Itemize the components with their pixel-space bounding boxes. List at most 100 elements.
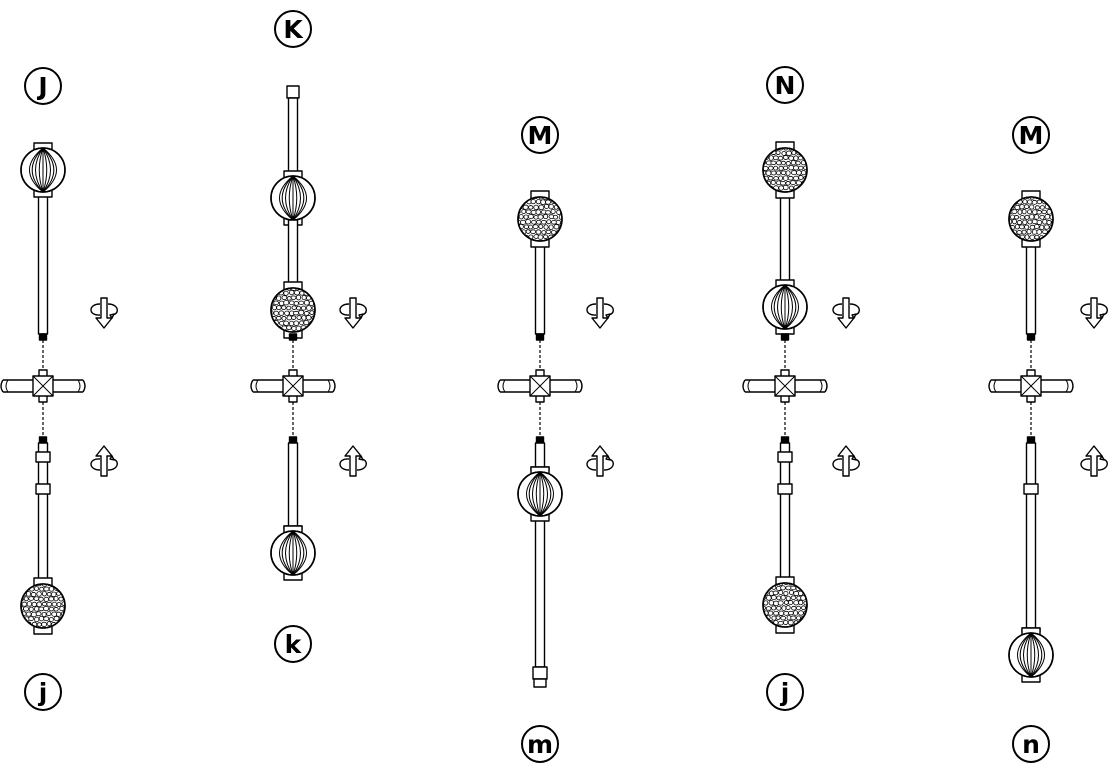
pebble — [525, 229, 531, 234]
rib-line — [784, 284, 797, 330]
pebble — [785, 605, 791, 610]
pebble — [765, 170, 772, 176]
pebble — [1018, 224, 1025, 230]
rib-line — [1023, 632, 1032, 678]
pebble — [518, 225, 519, 230]
pebble — [556, 199, 562, 205]
pebble — [1024, 224, 1030, 230]
pebble — [1044, 213, 1051, 220]
pebble — [271, 288, 272, 291]
arrow-shaft — [344, 445, 362, 477]
ribbed-ball — [270, 525, 316, 581]
pebble — [785, 585, 792, 591]
pebble — [778, 175, 784, 181]
ball-outline — [517, 196, 563, 242]
pebble — [300, 305, 307, 311]
pipe-end — [77, 379, 81, 393]
pebble — [540, 199, 546, 205]
pebble — [523, 197, 529, 200]
pebble — [763, 610, 764, 616]
pebble — [780, 615, 787, 621]
pebble — [1023, 204, 1030, 209]
ribbed-ball — [517, 466, 563, 522]
pebble — [790, 615, 797, 621]
pebble — [776, 585, 782, 591]
pebble — [776, 170, 781, 176]
pipe-end — [1065, 379, 1069, 393]
pebble — [26, 584, 32, 587]
ribbed-ball — [762, 279, 808, 335]
pebble — [1031, 199, 1038, 205]
cross-connector-icon — [250, 369, 336, 403]
pebble — [768, 600, 775, 606]
pebble — [309, 310, 315, 315]
pebble — [48, 596, 55, 602]
pebble — [303, 320, 310, 326]
rib-line — [281, 530, 294, 576]
rib-line — [535, 471, 541, 517]
rib-line — [1017, 632, 1032, 678]
pebble — [796, 170, 802, 176]
pebble — [28, 596, 35, 601]
pebble — [34, 616, 40, 623]
pebble — [46, 601, 53, 607]
arrow-shaft — [1085, 297, 1103, 329]
pebble — [763, 591, 764, 596]
pebble — [793, 600, 800, 606]
pebble — [271, 325, 278, 331]
pebble — [763, 148, 764, 151]
pebble — [548, 203, 554, 210]
pebble — [1009, 204, 1011, 210]
pebble — [522, 204, 529, 210]
pebble — [768, 165, 774, 171]
rib-line — [292, 530, 307, 576]
pebble — [289, 320, 295, 327]
pebble — [286, 305, 292, 311]
pebble — [1011, 209, 1018, 214]
pebble — [283, 299, 290, 306]
rod-collar — [777, 483, 793, 495]
pebble — [525, 219, 532, 225]
pebble — [283, 320, 289, 326]
pebble — [36, 591, 42, 597]
connector-cross — [774, 375, 796, 397]
rotation-loop — [1080, 458, 1091, 471]
pebble — [791, 170, 797, 176]
pebble — [313, 290, 315, 296]
arrow-shaft — [837, 297, 855, 329]
pebble — [558, 197, 562, 200]
rib-line — [42, 147, 51, 193]
pebble — [782, 155, 789, 160]
pebble — [778, 185, 784, 191]
pebble — [298, 300, 305, 306]
pebble — [560, 229, 562, 235]
pebble — [1031, 219, 1038, 225]
pebble — [281, 305, 287, 311]
pebble — [59, 586, 65, 593]
ball-outline — [20, 583, 66, 629]
pebble — [36, 601, 42, 608]
rod — [1025, 240, 1037, 335]
pebble — [58, 596, 64, 602]
pebble — [776, 595, 782, 601]
pebble — [525, 209, 532, 214]
rib-line — [38, 147, 44, 193]
pebble — [296, 315, 302, 320]
ball-outline — [270, 287, 316, 333]
rib-line — [539, 471, 548, 517]
arrow-shaft — [95, 445, 113, 477]
pebble — [46, 611, 52, 617]
pebble — [561, 209, 562, 215]
rib-line — [279, 530, 294, 576]
pebble — [537, 234, 544, 240]
pebble — [797, 583, 804, 585]
pebble — [35, 611, 42, 617]
pebble — [1021, 229, 1027, 235]
rotation-loop — [603, 303, 614, 316]
rib-line — [539, 471, 552, 517]
rib-line — [1026, 632, 1032, 678]
rod-collar — [777, 451, 793, 463]
pebble — [1029, 224, 1036, 230]
pebble — [271, 295, 272, 300]
pebble — [299, 290, 305, 296]
